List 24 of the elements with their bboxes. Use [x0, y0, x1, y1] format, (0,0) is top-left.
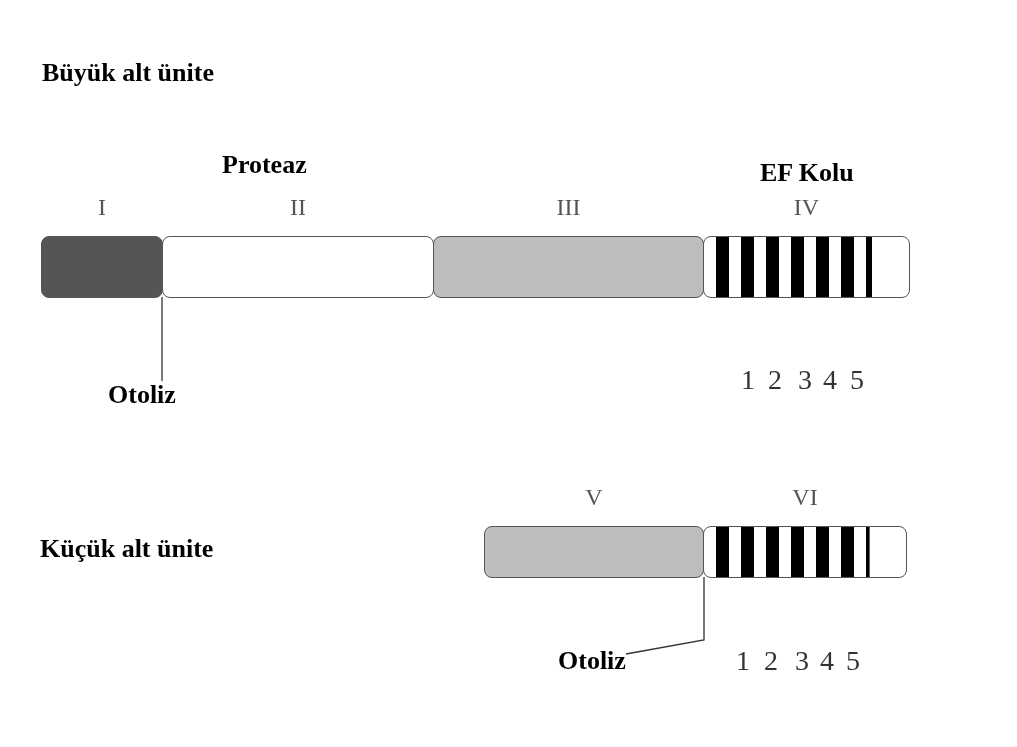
- domain-numeral: VI: [791, 484, 819, 511]
- subunit-title: Büyük alt ünite: [42, 58, 214, 88]
- ef-hand-number: 2: [764, 645, 778, 677]
- subunit-title: Proteaz: [222, 150, 307, 180]
- domain-numeral: III: [555, 194, 582, 221]
- ef-hand-number: 1: [736, 645, 750, 677]
- ef-hand-number: 1: [741, 364, 755, 396]
- autolysis-label: Otoliz: [558, 646, 626, 676]
- subunit-title: Küçük alt ünite: [40, 534, 214, 564]
- leader-line: [625, 576, 705, 655]
- ef-hand-number: 5: [850, 364, 864, 396]
- domain-numeral: V: [584, 484, 604, 511]
- ef-hand-number: 2: [768, 364, 782, 396]
- autolysis-label: Otoliz: [108, 380, 176, 410]
- domain-numeral: I: [97, 194, 107, 221]
- leader-line: [161, 296, 163, 382]
- ef-hand-number: 4: [820, 645, 834, 677]
- domain-numeral: II: [289, 194, 307, 221]
- ef-hand-number: 4: [823, 364, 837, 396]
- subunit-title: EF Kolu: [760, 158, 854, 188]
- ef-hand-number: 5: [846, 645, 860, 677]
- ef-hand-number: 3: [795, 645, 809, 677]
- domain-numeral: IV: [792, 194, 821, 221]
- ef-hand-number: 3: [798, 364, 812, 396]
